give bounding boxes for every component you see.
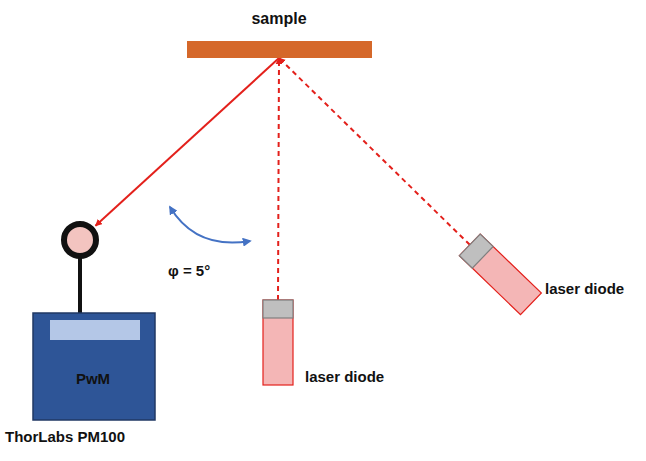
diode-body bbox=[459, 234, 541, 315]
reflected-beam bbox=[95, 58, 279, 226]
laser-beam bbox=[279, 58, 470, 245]
sample-bar bbox=[187, 41, 372, 58]
diode-body bbox=[263, 300, 293, 385]
laser-beam bbox=[278, 58, 279, 300]
node-shape bbox=[445, 222, 640, 332]
node-shape bbox=[5, 220, 165, 456]
diode-cap bbox=[459, 234, 493, 268]
meter-display bbox=[50, 320, 140, 340]
angle-arc bbox=[170, 207, 250, 243]
instrument-caption: ThorLabs PM100 bbox=[5, 428, 125, 445]
meter-label: PwM bbox=[76, 370, 110, 387]
diode-label: laser diode bbox=[545, 280, 624, 297]
laser-diode: laser diode bbox=[258, 298, 388, 390]
sample-node: sample bbox=[187, 6, 372, 58]
detector-stem bbox=[78, 258, 82, 313]
angle-label: φ = 5° bbox=[168, 262, 210, 279]
diode-cap bbox=[263, 300, 293, 318]
detector-head bbox=[64, 224, 96, 256]
diode-group bbox=[459, 234, 541, 315]
meter-body bbox=[33, 313, 155, 420]
sample-label: sample bbox=[251, 10, 306, 28]
diode-label: laser diode bbox=[305, 368, 384, 385]
power-meter: PwM ThorLabs PM100 bbox=[5, 220, 165, 456]
laser-diode: laser diode bbox=[445, 222, 640, 332]
